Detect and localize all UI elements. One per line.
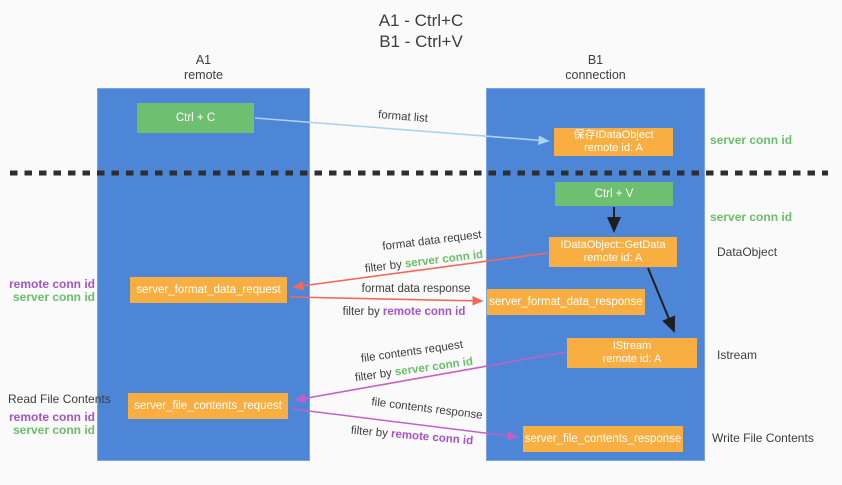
arrow-format-data-response: [289, 296, 484, 306]
server-conn-id-key: server conn id: [404, 248, 484, 271]
node-ctrl-c-label: Ctrl + C: [175, 111, 216, 124]
label-read-file-contents: Read File Contents: [8, 392, 111, 406]
lane-a1-role: remote: [184, 68, 223, 82]
filter-by-prefix: filter by: [364, 258, 406, 276]
edge-label-format-data-request: format data request: [381, 228, 483, 254]
edge-label-format-data-request-filter: filter by server conn id: [364, 249, 483, 275]
label-server-conn-id-left-top: server conn id: [12, 290, 95, 304]
lane-b1-name: B1: [587, 53, 604, 67]
node-ctrl-v: Ctrl + V: [555, 182, 673, 206]
server-conn-id-key: server conn id: [394, 355, 474, 379]
node-getdata-line2: remote id: A: [583, 252, 643, 264]
filter-by-prefix: filter by: [350, 424, 392, 441]
label-remote-conn-id-left-top: remote conn id: [8, 277, 95, 291]
lane-header-a1: A1 remote: [97, 53, 310, 83]
title-line-1: A1 - Ctrl+C: [378, 11, 464, 30]
node-save-idataobject: 保存IDataObject remote id: A: [554, 128, 673, 156]
diagram-title: A1 - Ctrl+C B1 - Ctrl+V: [0, 10, 842, 52]
lane-b1-role: connection: [565, 68, 626, 82]
filter-by-prefix: filter by: [354, 366, 396, 385]
node-istream: IStream remote id: A: [567, 338, 697, 368]
node-server-format-data-request: server_format_data_request: [130, 277, 287, 303]
edge-label-format-data-response-filter: filter by remote conn id: [343, 306, 466, 318]
label-server-conn-id-top: server conn id: [710, 133, 793, 147]
node-istream-line1: IStream: [612, 340, 652, 352]
label-server-conn-id-mid: server conn id: [710, 210, 793, 224]
node-ctrl-c: Ctrl + C: [137, 103, 254, 133]
lane-a1-name: A1: [195, 53, 212, 67]
label-istream: Istream: [717, 348, 758, 362]
label-remote-conn-id-left-bottom: remote conn id: [8, 410, 95, 424]
edge-label-format-data-response: format data response: [361, 283, 471, 295]
edge-label-format-list: format list: [377, 109, 429, 125]
node-save-idataobject-line2: remote id: A: [584, 142, 643, 154]
node-idataobject-getdata: IDataObject::GetData remote id: A: [549, 237, 677, 267]
node-server-file-contents-request: server_file_contents_request: [128, 393, 288, 419]
node-server-format-data-response: server_format_data_response: [487, 289, 645, 315]
node-format-response-label: server_format_data_response: [489, 295, 643, 308]
label-server-conn-id-left-bottom: server conn id: [12, 423, 95, 437]
edge-label-file-contents-response: file contents response: [370, 396, 484, 422]
node-save-idataobject-line1: 保存IDataObject: [573, 129, 654, 141]
node-ctrl-v-label: Ctrl + V: [594, 187, 634, 200]
node-istream-line2: remote id: A: [602, 353, 662, 365]
label-write-file-contents: Write File Contents: [712, 431, 814, 445]
edge-label-file-contents-response-filter: filter by remote conn id: [350, 425, 473, 448]
label-dataobject: DataObject: [717, 245, 778, 259]
remote-conn-id-key: remote conn id: [390, 428, 474, 448]
node-file-request-label: server_file_contents_request: [134, 399, 282, 412]
filter-by-prefix: filter by: [342, 306, 383, 318]
node-file-response-label: server_file_contents_response: [524, 432, 682, 445]
node-format-request-label: server_format_data_request: [136, 283, 281, 296]
remote-conn-id-key: remote conn id: [382, 306, 466, 318]
title-line-2: B1 - Ctrl+V: [379, 32, 463, 51]
node-server-file-contents-response: server_file_contents_response: [523, 426, 683, 452]
node-getdata-line1: IDataObject::GetData: [560, 239, 666, 251]
lane-header-b1: B1 connection: [486, 53, 705, 83]
